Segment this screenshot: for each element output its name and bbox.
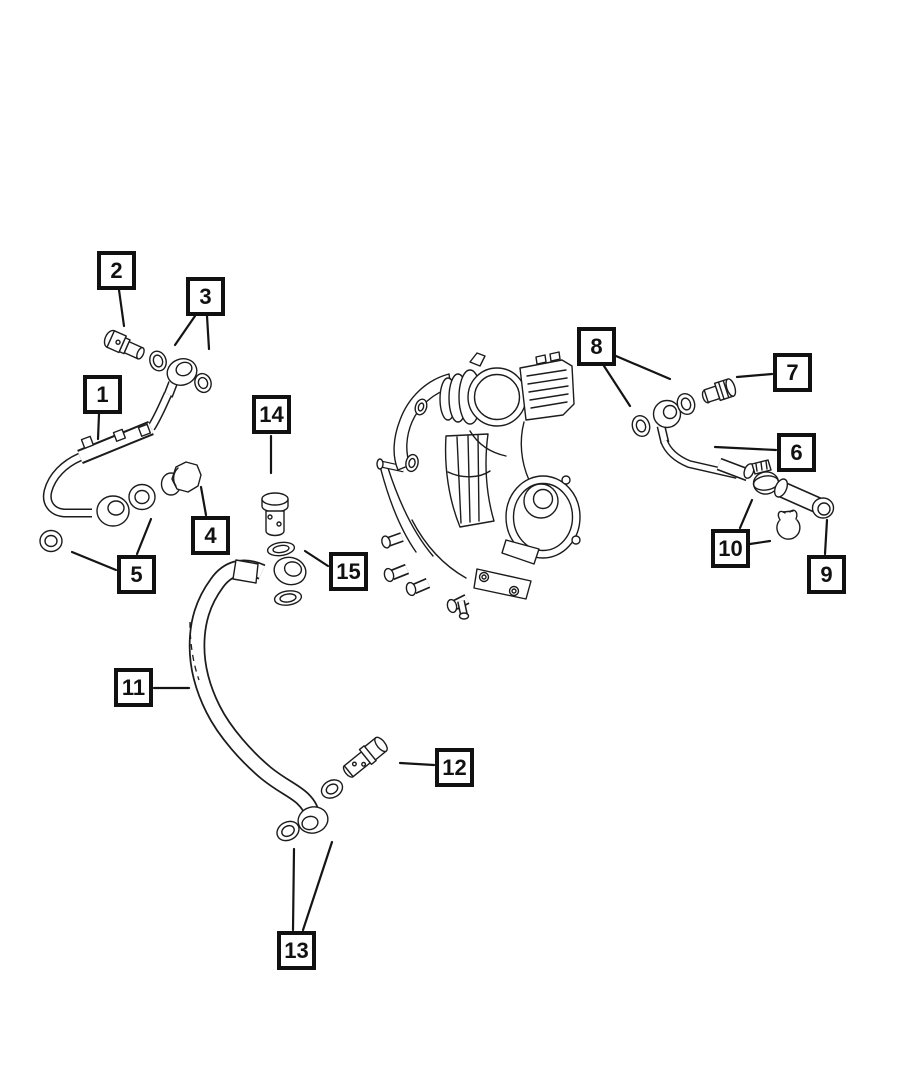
callout-box-15: 15 — [329, 552, 368, 591]
part-banjo-bolt-lower — [342, 736, 388, 778]
leader-line-10b — [748, 539, 772, 546]
leader-line-4 — [199, 485, 208, 517]
leader-line-6 — [713, 445, 778, 452]
leader-line-3b — [205, 314, 211, 351]
leader-line-7 — [735, 372, 774, 379]
leader-line-5b — [135, 517, 153, 556]
callout-box-1: 1 — [83, 375, 122, 414]
callout-box-6: 6 — [777, 433, 816, 472]
part-plug-fitting — [160, 461, 202, 496]
part-banjo-bolt-center — [261, 492, 289, 537]
leader-line-12 — [398, 761, 436, 767]
callout-box-13: 13 — [277, 931, 316, 970]
turbocharger-assembly — [376, 351, 581, 620]
part-sealing-washer-pair-right — [631, 392, 696, 438]
leader-line-15 — [303, 549, 330, 568]
part-oil-return-tube — [188, 556, 329, 834]
callout-box-10: 10 — [711, 529, 750, 568]
callout-box-11: 11 — [114, 668, 153, 707]
leader-line-9 — [823, 518, 829, 556]
leader-line-5a — [70, 550, 118, 572]
leader-line-2 — [117, 288, 126, 328]
part-banjo-bolt-upper — [103, 329, 145, 360]
callout-box-2: 2 — [97, 251, 136, 290]
part-worm-clamp — [751, 459, 780, 495]
part-o-ring-pair-lower-left — [39, 483, 156, 553]
leader-line-8a — [602, 364, 632, 408]
part-connector-fitting — [701, 378, 737, 404]
leader-line-3a — [173, 314, 197, 347]
leader-line-1 — [96, 412, 101, 441]
part-coolant-tube — [652, 399, 755, 482]
callout-box-4: 4 — [191, 516, 230, 555]
leader-line-10a — [738, 498, 754, 530]
callout-box-9: 9 — [807, 555, 846, 594]
part-spring-clamp — [776, 509, 801, 540]
callout-box-8: 8 — [577, 327, 616, 366]
leader-line-8b — [614, 354, 672, 381]
callout-box-3: 3 — [186, 277, 225, 316]
leader-line-13b — [301, 840, 334, 932]
part-sealing-washer-pair-upper — [149, 350, 212, 394]
leader-line-13a — [291, 847, 296, 932]
part-sealing-washers-center — [266, 541, 303, 606]
part-oil-supply-line — [42, 358, 198, 527]
part-coolant-hose — [773, 478, 835, 519]
callout-box-12: 12 — [435, 748, 474, 787]
callout-box-5: 5 — [117, 555, 156, 594]
callout-box-7: 7 — [773, 353, 812, 392]
leader-lines — [70, 288, 829, 932]
callout-box-14: 14 — [252, 395, 291, 434]
part-sealing-washer-pair-lower — [276, 779, 344, 842]
